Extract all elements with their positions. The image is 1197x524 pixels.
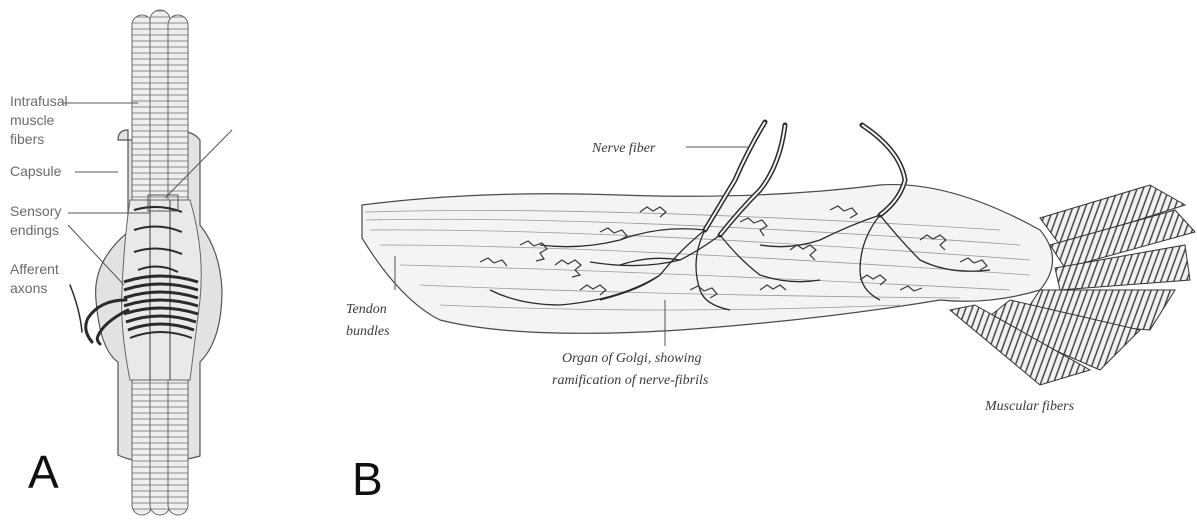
label-nerve-fiber: Nerve fiber [591, 141, 656, 156]
panel-letter-b: B [352, 453, 383, 505]
label-capsule: Capsule [10, 163, 62, 179]
tendon-body [362, 185, 1053, 334]
label-sensory-2: endings [10, 222, 59, 238]
label-tendon-2: bundles [346, 324, 390, 339]
label-sensory-1: Sensory [10, 203, 61, 219]
label-golgi-2: ramification of nerve-fibrils [552, 373, 709, 388]
label-tendon-1: Tendon [346, 302, 387, 317]
label-afferent-2: axons [10, 280, 47, 296]
panel-letter-a: A [28, 446, 59, 498]
panel-a-muscle-spindle: Intrafusal muscle fibers Capsule Sensory… [10, 10, 232, 515]
panel-b-golgi-tendon-organ: Nerve fiber Tendon bundles Organ of Golg… [346, 122, 1195, 505]
label-muscular-fibers: Muscular fibers [984, 399, 1075, 414]
label-golgi-1: Organ of Golgi, showing [562, 351, 702, 366]
label-intrafusal-1: Intrafusal [10, 93, 68, 109]
label-intrafusal-2: muscle [10, 112, 55, 128]
label-afferent-1: Afferent [10, 261, 59, 277]
label-intrafusal-3: fibers [10, 131, 44, 147]
